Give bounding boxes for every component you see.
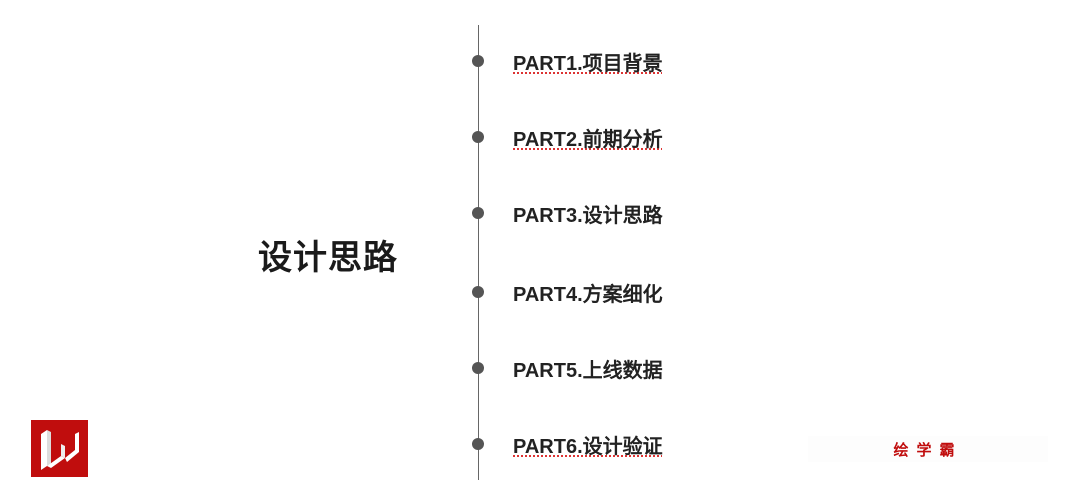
timeline-item: PART5.上线数据 xyxy=(472,356,663,382)
w-logo-icon xyxy=(31,420,88,477)
timeline-item: PART2.前期分析 xyxy=(472,125,663,151)
brand-text: 绘学霸 xyxy=(893,441,963,459)
timeline-item: PART1.项目背景 xyxy=(472,49,663,75)
timeline-item: PART6.设计验证 xyxy=(472,432,663,458)
timeline-dot-icon xyxy=(472,131,484,143)
timeline-item-label: PART4.方案细化 xyxy=(513,283,663,306)
timeline-dot-icon xyxy=(472,207,484,219)
timeline-item-label: PART3.设计思路 xyxy=(513,204,663,227)
timeline-dot-icon xyxy=(472,438,484,450)
slide-title: 设计思路 xyxy=(258,239,398,277)
timeline-item-label: PART5.上线数据 xyxy=(513,359,663,382)
timeline-dot-icon xyxy=(472,286,484,298)
timeline-item: PART3.设计思路 xyxy=(472,201,663,227)
timeline-item-label: PART1.项目背景 xyxy=(513,52,663,75)
timeline-item-label: PART2.前期分析 xyxy=(513,128,663,151)
brand-watermark: 绘学霸 xyxy=(808,436,1048,462)
timeline-dot-icon xyxy=(472,55,484,67)
timeline-item-label: PART6.设计验证 xyxy=(513,435,663,458)
timeline-dot-icon xyxy=(472,362,484,374)
timeline-item: PART4.方案细化 xyxy=(472,280,663,306)
timeline-line xyxy=(478,25,479,480)
